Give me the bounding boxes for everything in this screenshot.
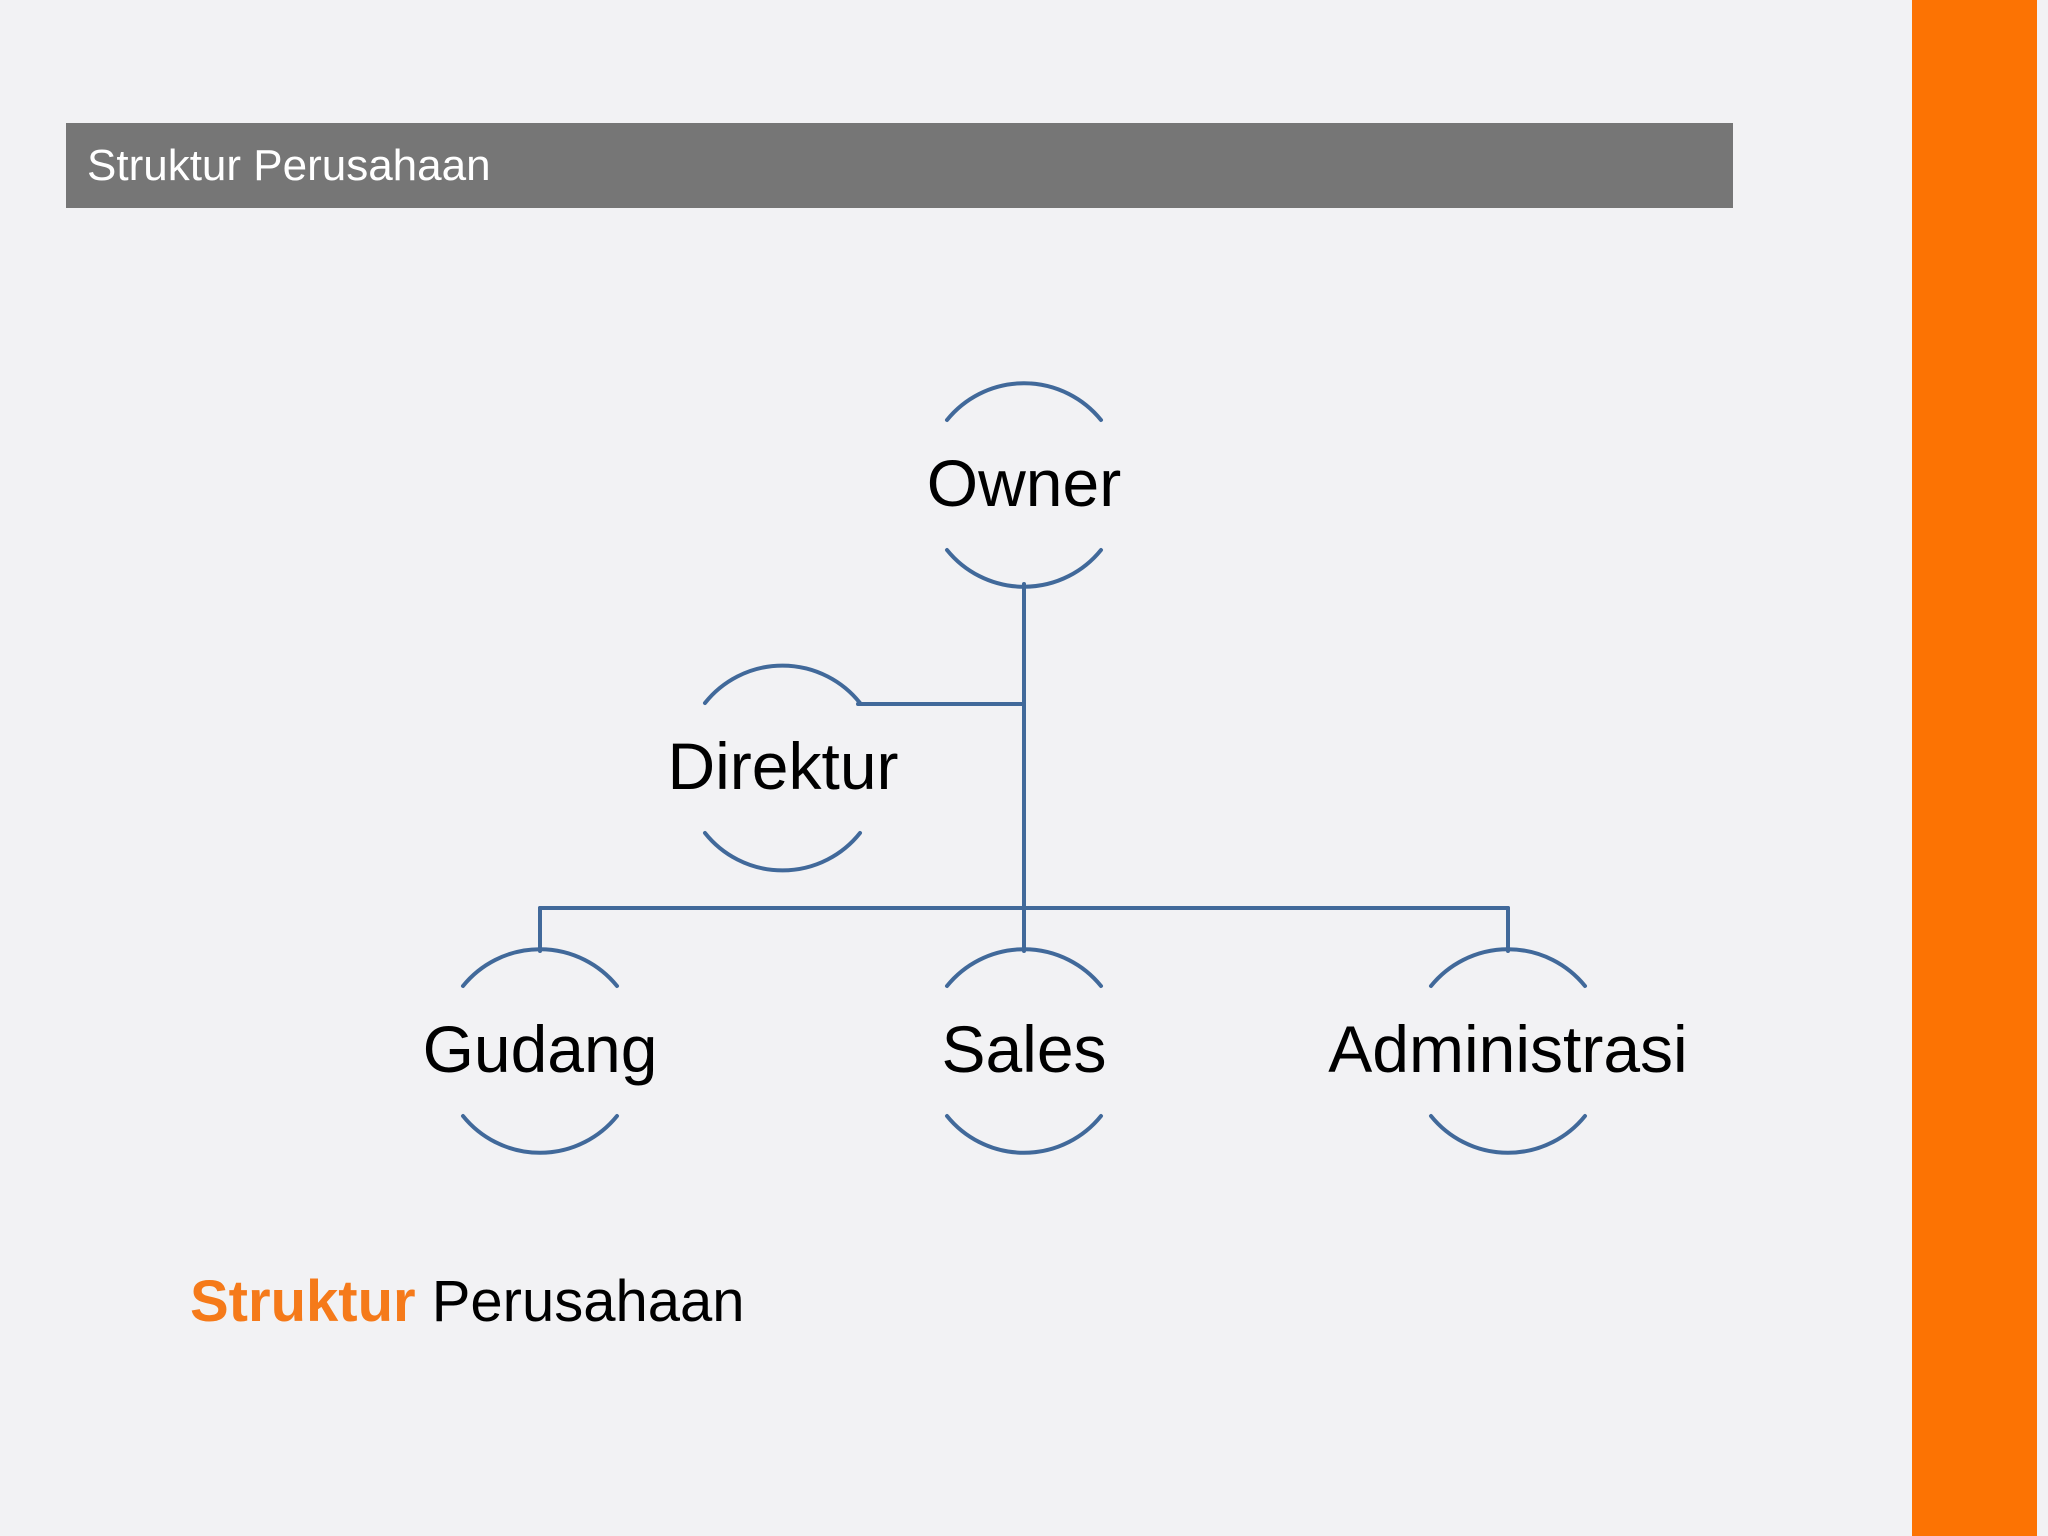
org-node-owner: Owner xyxy=(927,381,1121,589)
gudang-bottom-arc xyxy=(461,1114,619,1155)
org-node-administrasi: Administrasi xyxy=(1328,947,1688,1155)
footer-caption: Struktur Perusahaan xyxy=(190,1268,745,1335)
sales-label: Sales xyxy=(941,1012,1106,1086)
org-node-direktur: Direktur xyxy=(667,663,899,873)
administrasi-top-arc xyxy=(1429,947,1587,988)
org-node-sales: Sales xyxy=(941,947,1107,1155)
gudang-top-arc xyxy=(461,947,619,988)
owner-label: Owner xyxy=(927,446,1121,520)
org-chart-connectors xyxy=(538,582,1510,953)
direktur-bottom-arc xyxy=(703,831,862,873)
orange-side-bar xyxy=(1912,0,2034,1536)
org-node-gudang: Gudang xyxy=(423,947,658,1155)
gudang-label: Gudang xyxy=(423,1012,658,1086)
administrasi-label: Administrasi xyxy=(1328,1012,1687,1086)
orange-side-bar-edge xyxy=(2034,0,2037,1536)
footer-rest: Perusahaan xyxy=(431,1269,745,1334)
sales-top-arc xyxy=(945,947,1103,988)
administrasi-bottom-arc xyxy=(1429,1114,1587,1155)
owner-top-arc xyxy=(945,381,1103,422)
slide-title: Struktur Perusahaan xyxy=(87,140,491,190)
sales-bottom-arc xyxy=(945,1114,1103,1155)
footer-highlight: Struktur xyxy=(190,1269,416,1334)
direktur-label: Direktur xyxy=(667,729,898,803)
owner-bottom-arc xyxy=(945,548,1103,589)
title-banner: Struktur Perusahaan xyxy=(66,123,1733,208)
direktur-top-arc xyxy=(703,663,862,705)
